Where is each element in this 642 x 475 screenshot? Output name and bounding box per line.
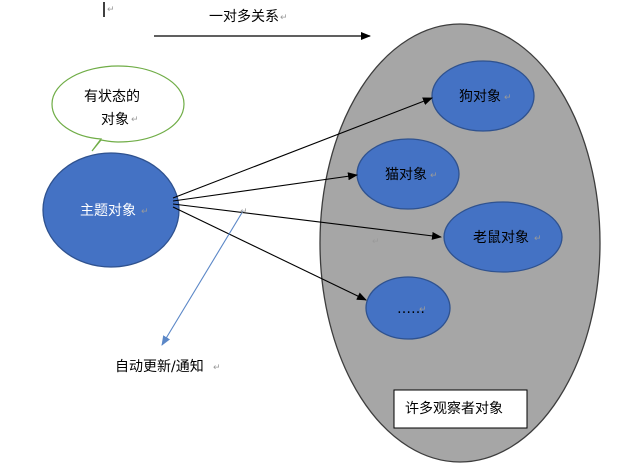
- return-mark-dog: ↵: [504, 93, 512, 103]
- return-mark-more: ↵: [419, 305, 427, 315]
- group-label: 许多观察者对象: [405, 400, 503, 417]
- bubble-line2: 对象: [101, 112, 129, 128]
- observer-node-dog: [431, 60, 535, 132]
- arrow-to-mouse: [172, 203, 442, 240]
- return-mark-relation: ↵: [280, 13, 288, 23]
- notify-label: 自动更新/通知: [115, 358, 204, 375]
- arrow-to-cat: [172, 172, 358, 202]
- group-label-box: [393, 389, 528, 429]
- return-mark-notify-label: ↵: [213, 363, 221, 373]
- arrow-to-more: [172, 206, 367, 301]
- return-mark-bubble: ↵: [131, 115, 139, 125]
- return-mark-subject: ↵: [141, 207, 149, 217]
- return-mark-mouse: ↵: [534, 234, 542, 244]
- observer-node-more: [365, 276, 451, 340]
- return-mark-cat: ↵: [430, 171, 438, 181]
- return-mark-group: ↵: [372, 237, 380, 247]
- observer-label-cat: 猫对象: [385, 167, 427, 183]
- return-mark-notify: ↵: [240, 207, 248, 217]
- arrow-to-dog: [172, 97, 433, 199]
- return-mark-cursor: ↵: [107, 5, 115, 15]
- observer-label-mouse: 老鼠对象: [473, 230, 529, 246]
- observer-node-mouse: [443, 201, 563, 273]
- relation-label: 一对多关系: [209, 8, 279, 25]
- notify-arrow: [161, 210, 244, 346]
- bubble-line1: 有状态的: [84, 89, 140, 105]
- observer-label-more: ……: [397, 301, 425, 317]
- state-bubble: [51, 65, 185, 152]
- observer-label-dog: 狗对象: [459, 89, 501, 105]
- subject-label: 主题对象: [80, 203, 136, 219]
